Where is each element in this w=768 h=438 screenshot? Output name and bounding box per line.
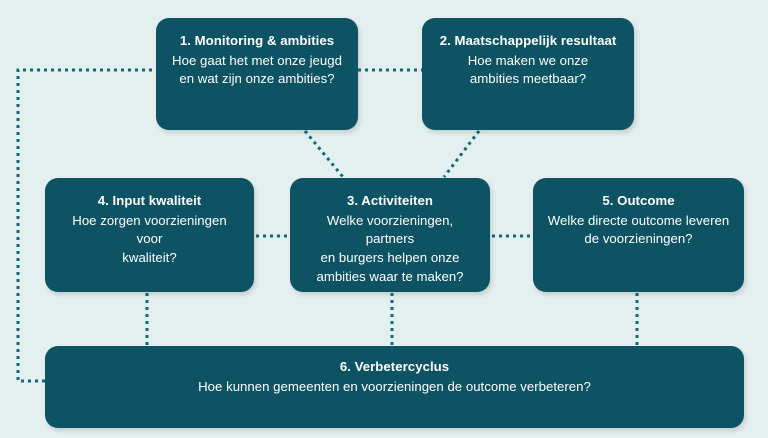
node-body: Hoe kunnen gemeenten en voorzieningen de…: [198, 378, 591, 394]
node-body: Welke directe outcome leveren de voorzie…: [547, 212, 730, 247]
connector-2-to-3: [442, 130, 481, 178]
node-title: 5. Outcome: [602, 193, 675, 208]
node-title: 6. Verbetercyclus: [339, 359, 450, 374]
node-body: Hoe maken we onze ambities meetbaar?: [467, 52, 589, 87]
node-body: Hoe zorgen voorzieningen voor kwaliteit?: [72, 212, 227, 266]
node-input-kwaliteit[interactable]: 4. Input kwaliteit Hoe zorgen voorzienin…: [45, 178, 254, 292]
node-maatschappelijk-resultaat[interactable]: 2. Maatschappelijk resultaat Hoe maken w…: [422, 18, 634, 130]
node-activiteiten[interactable]: 3. Activiteiten Welke voorzieningen, par…: [290, 178, 490, 292]
node-title: 1. Monitoring & ambities: [179, 33, 335, 48]
node-title: 3. Activiteiten: [346, 193, 433, 208]
node-monitoring-ambities[interactable]: 1. Monitoring & ambities Hoe gaat het me…: [156, 18, 358, 130]
node-body: Welke voorzieningen, partners en burgers…: [316, 212, 464, 284]
node-title: 2. Maatschappelijk resultaat: [439, 33, 617, 48]
connector-1-to-3: [303, 130, 345, 178]
node-body: Hoe gaat het met onze jeugd en wat zijn …: [172, 52, 342, 87]
node-outcome[interactable]: 5. Outcome Welke directe outcome leveren…: [533, 178, 744, 292]
node-title: 4. Input kwaliteit: [97, 193, 202, 208]
node-verbetercyclus[interactable]: 6. Verbetercyclus Hoe kunnen gemeenten e…: [45, 346, 744, 428]
